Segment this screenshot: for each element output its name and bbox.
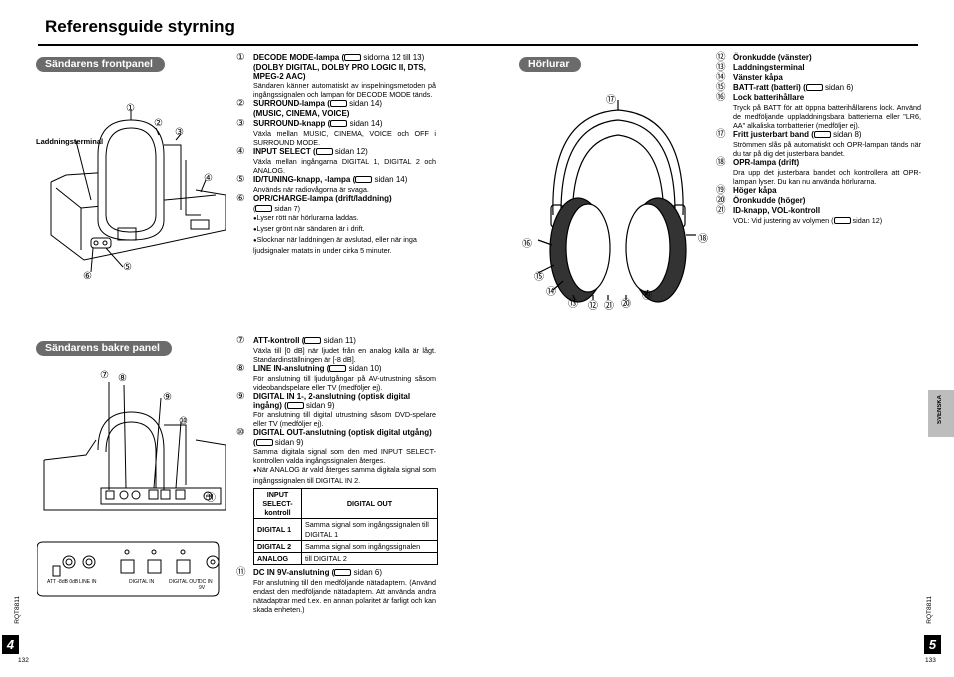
ref-icon [334,569,352,577]
callout-10: ⑩ [179,416,188,427]
att-label: ATT -8dB 0dB [47,579,79,585]
ref-icon [255,438,273,446]
callout-4: ④ [204,173,213,184]
ref-icon [255,204,273,212]
callout-12: ⑫ [588,301,598,312]
callout-3: ③ [175,127,184,138]
callout-15: ⑮ [534,272,544,283]
ref-icon [304,337,322,344]
callout-9: ⑨ [163,392,172,403]
callout-14: ⑭ [546,287,556,298]
callout-18: ⑱ [698,234,708,245]
callout-19: ⑲ [642,291,652,302]
transmitter-front-illustration [50,110,227,273]
callout-8: ⑧ [118,373,127,384]
right-sheet-number: 133 [925,657,936,664]
back-panel-connectors-illustration [36,541,220,597]
callout-5: ⑤ [123,262,132,273]
left-sheet-number: 132 [18,657,29,664]
ref-icon [805,84,823,91]
digital-out-table: INPUT SELECT-kontroll DIGITAL OUT DIGITA… [253,487,438,566]
ref-icon [833,217,851,224]
headphones-illustration [537,100,696,303]
callout-2: ② [154,118,163,129]
callout-16: ⑯ [522,239,532,250]
ref-icon [329,100,347,108]
digital-in-label: DIGITAL IN [129,579,155,585]
section-headphones-label: Hörlurar [519,57,582,72]
charge-terminal-label: Laddningsterminal [36,137,104,146]
ref-icon [813,131,831,138]
right-page-number: 5 [924,635,941,654]
callout-6: ⑥ [83,271,92,282]
ref-icon [315,147,333,155]
callout-21: ㉑ [604,301,614,312]
back-panel-detail: ATT -8dB 0dB LINE IN DIGITAL IN DIGITAL … [36,538,220,598]
callout-1: ① [126,103,135,114]
left-page-number: 4 [2,635,19,654]
ref-icon [330,119,348,127]
dc-in-label: DC IN 9V [199,579,213,591]
section-front-label: Sändarens frontpanel [36,57,165,72]
item-6-bullets: Lyser rött när hörlurarna laddas. Lyser … [253,213,436,255]
right-model-code: RQT8811 [926,596,933,624]
ref-icon [286,402,304,410]
section-back-label: Sändarens bakre panel [36,341,172,356]
back-panel-diagram: ⑦ ⑧ ⑨ ⑩ ⑪ [36,370,227,520]
transmitter-back-illustration [43,382,227,511]
digital-out-label: DIGITAL OUT [169,579,200,585]
front-panel-diagram: Laddningsterminal ① ② ③ ④ ⑤ ⑥ [36,100,227,282]
callout-20: ⑳ [621,299,631,310]
page-title: Referensguide styrning [45,17,235,36]
language-tab: SVENSKA [928,390,954,437]
ref-icon [355,175,373,183]
ref-icon [344,54,362,61]
title-rule [38,44,918,46]
callout-11: ⑪ [206,493,216,504]
headphones-diagram: ⑰ ⑯ ⑮ ⑭ ⑬ ⑫ ㉑ ⑳ ⑲ ⑱ [518,85,718,312]
ref-icon [329,365,347,372]
left-model-code: RQT8811 [14,596,21,624]
callout-17: ⑰ [606,95,616,106]
callout-13: ⑬ [568,299,578,310]
callout-7: ⑦ [100,370,109,381]
line-in-label: LINE IN [79,579,97,585]
